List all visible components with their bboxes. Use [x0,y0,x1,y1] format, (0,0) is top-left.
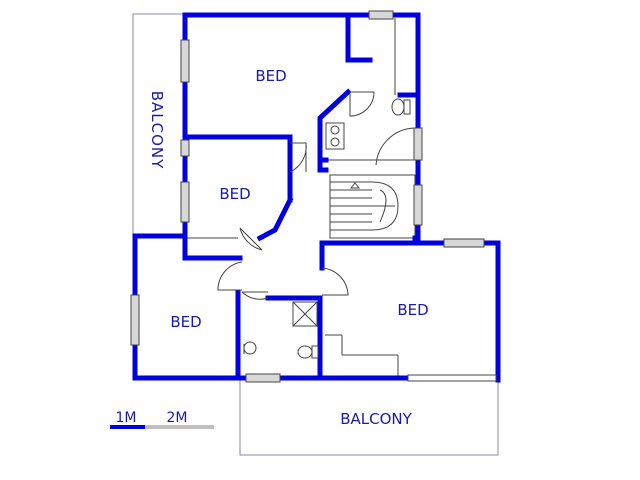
basin-icon [330,137,340,147]
window-right-bath [413,127,423,161]
door-bed2 [239,227,263,251]
door-lower-mid [241,291,269,300]
room-label-bed-2: BED [219,185,250,203]
window-bottom-right [407,374,497,382]
fixtures [243,98,411,359]
basin-icon [243,341,257,355]
window-bottom [245,373,281,383]
scale-label-2m: 2M [167,410,188,426]
door-bath [349,91,375,117]
door-shower [375,127,415,166]
door-lower-left [217,261,243,291]
window-left-mid [180,139,190,157]
window-left-lower [180,181,190,223]
scale-bar: 1M 2M [110,410,214,429]
doors [217,91,415,300]
room-label-bed-4: BED [397,301,428,319]
window-bed3-left [130,294,140,346]
window-left-upper [180,39,190,83]
door-bed4 [321,267,349,296]
scale-label-1m: 1M [116,410,137,426]
toilet-icon [297,345,313,359]
window-bed4-top [443,238,485,248]
room-label-bed-1: BED [255,67,286,85]
balcony-label-bottom: BALCONY [340,410,412,428]
window-right-stair [413,184,423,226]
window-top [368,10,394,20]
shower-icon [292,301,318,327]
room-label-bed-3: BED [170,313,201,331]
windows [130,10,497,383]
bottom-balcony-outline [239,380,499,456]
toilet-icon [391,98,405,116]
basin-icon [330,125,340,135]
door-bed1 [289,142,307,173]
balcony-label-left: BALCONY [148,91,166,170]
staircase [329,174,416,239]
